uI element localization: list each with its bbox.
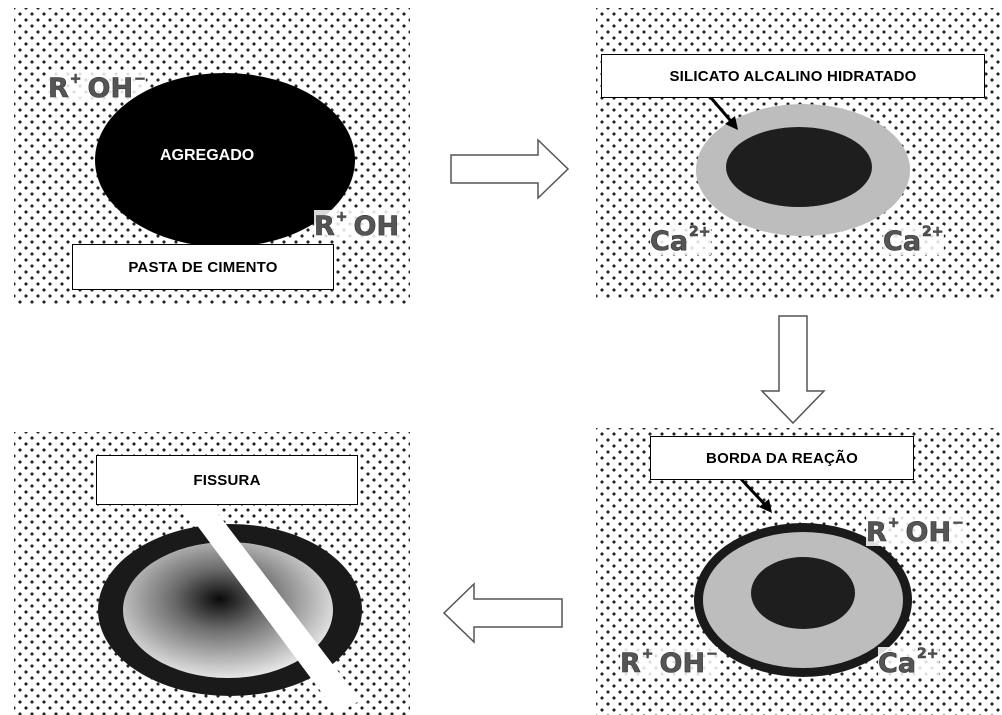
ion-r-oh-bottom-left: R+OH− (620, 646, 718, 679)
ion-ca-left: Ca2+ (650, 224, 711, 257)
ion-r-oh-right: R+OH (314, 209, 401, 242)
ion-r-oh-top: R+OH− (48, 71, 146, 104)
label-box-crack: FISSURA (96, 455, 358, 505)
aggregate-label: AGREGADO (160, 147, 255, 164)
ion-ca-bottom-right: Ca2+ (878, 646, 939, 679)
ion-r-oh-top-p3: R+OH− (866, 515, 964, 548)
label-box-reaction-rim: BORDA DA REAÇÃO (650, 436, 914, 480)
arrow-down-icon (760, 315, 826, 425)
ion-ca-right: Ca2+ (883, 224, 944, 257)
label-box-cement-paste: PASTA DE CIMENTO (72, 244, 334, 290)
arrow-left-icon (442, 582, 563, 644)
label-box-alkali-silicate: SILICATO ALCALINO HIDRATADO (601, 54, 985, 98)
arrow-right-icon (450, 138, 570, 200)
